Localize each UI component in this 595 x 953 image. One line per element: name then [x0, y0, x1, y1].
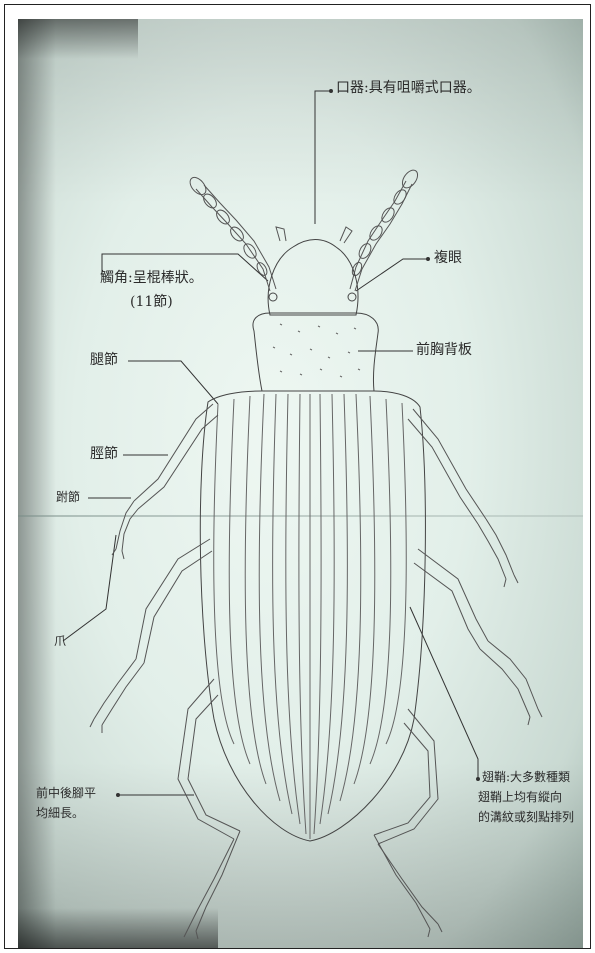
leader-elytra	[410, 607, 478, 779]
label-compound-eye: 複眼	[434, 251, 462, 266]
label-antenna-segments: (11節)	[130, 295, 173, 310]
antennae	[187, 167, 421, 291]
label-femur: 腿節	[90, 353, 118, 368]
label-legs-line2: 均細長。	[36, 807, 84, 820]
elytra-stripes	[214, 394, 407, 839]
pronotum-dots	[273, 324, 360, 377]
label-tibia: 脛節	[90, 447, 118, 462]
leader-lines	[63, 90, 480, 797]
left-eye	[269, 293, 277, 301]
pronotum	[253, 313, 378, 391]
label-tarsus: 跗節	[56, 491, 80, 504]
label-elytra-line1: 翅鞘:大多數種類	[482, 771, 570, 784]
label-elytra-line3: 的溝紋或刻點排列	[478, 811, 574, 824]
label-claw: 爪	[54, 635, 66, 648]
photo-frame: 口器:具有咀嚼式口器。 觸角:呈棍棒狀。 (11節) 複眼 前胸背板 腿節 脛節…	[4, 4, 591, 949]
paper-photo: 口器:具有咀嚼式口器。 觸角:呈棍棒狀。 (11節) 複眼 前胸背板 腿節 脛節…	[18, 19, 583, 948]
label-pronotum: 前胸背板	[416, 343, 472, 358]
leader-compound-eye	[356, 259, 428, 291]
elytra	[200, 391, 425, 841]
head	[268, 240, 358, 316]
label-legs-line1: 前中後腳平	[36, 787, 96, 800]
label-antenna: 觸角:呈棍棒狀。	[100, 271, 203, 286]
leader-claw	[63, 535, 116, 641]
right-eye	[348, 293, 356, 301]
legs	[90, 404, 542, 939]
label-elytra-line2: 翅鞘上均有縱向	[478, 791, 562, 804]
beetle-drawing	[18, 19, 583, 948]
leader-mouthparts	[315, 91, 331, 224]
leader-femur	[128, 361, 218, 404]
mouthparts	[276, 227, 352, 243]
label-mouthparts: 口器:具有咀嚼式口器。	[336, 81, 481, 96]
